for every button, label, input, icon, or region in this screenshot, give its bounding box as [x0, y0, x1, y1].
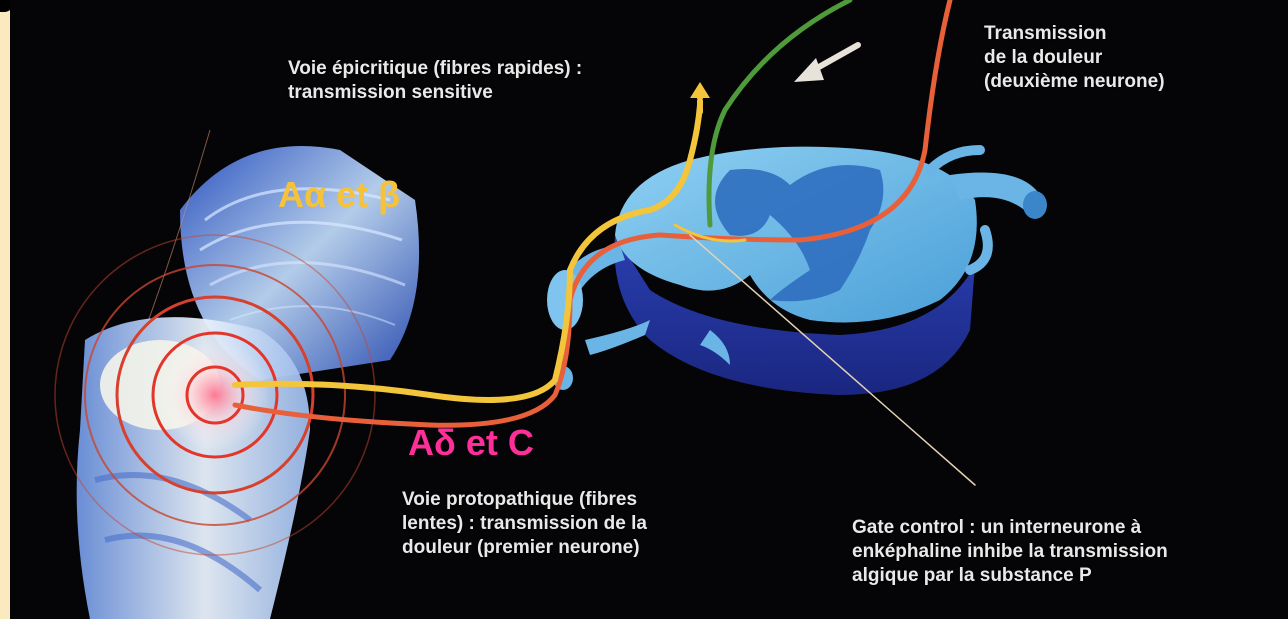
direction-arrow-icon: [794, 45, 858, 82]
label-gate-control: Gate control : un interneurone à enképha…: [852, 516, 1168, 588]
illustration-panel: Voie épicritique (fibres rapides) : tran…: [10, 0, 1288, 619]
label-voie-protopathique: Voie protopathique (fibres lentes) : tra…: [402, 488, 647, 560]
label-fibres-delta-c: Aδ et C: [408, 423, 534, 463]
knee-leg: [77, 317, 310, 619]
label-transmission-douleur: Transmission de la douleur (deuxième neu…: [984, 22, 1165, 94]
label-voie-epicritique: Voie épicritique (fibres rapides) : tran…: [288, 57, 582, 105]
spinal-cord: [547, 147, 1047, 395]
label-fibres-alpha-beta: Aα et β: [278, 175, 400, 215]
